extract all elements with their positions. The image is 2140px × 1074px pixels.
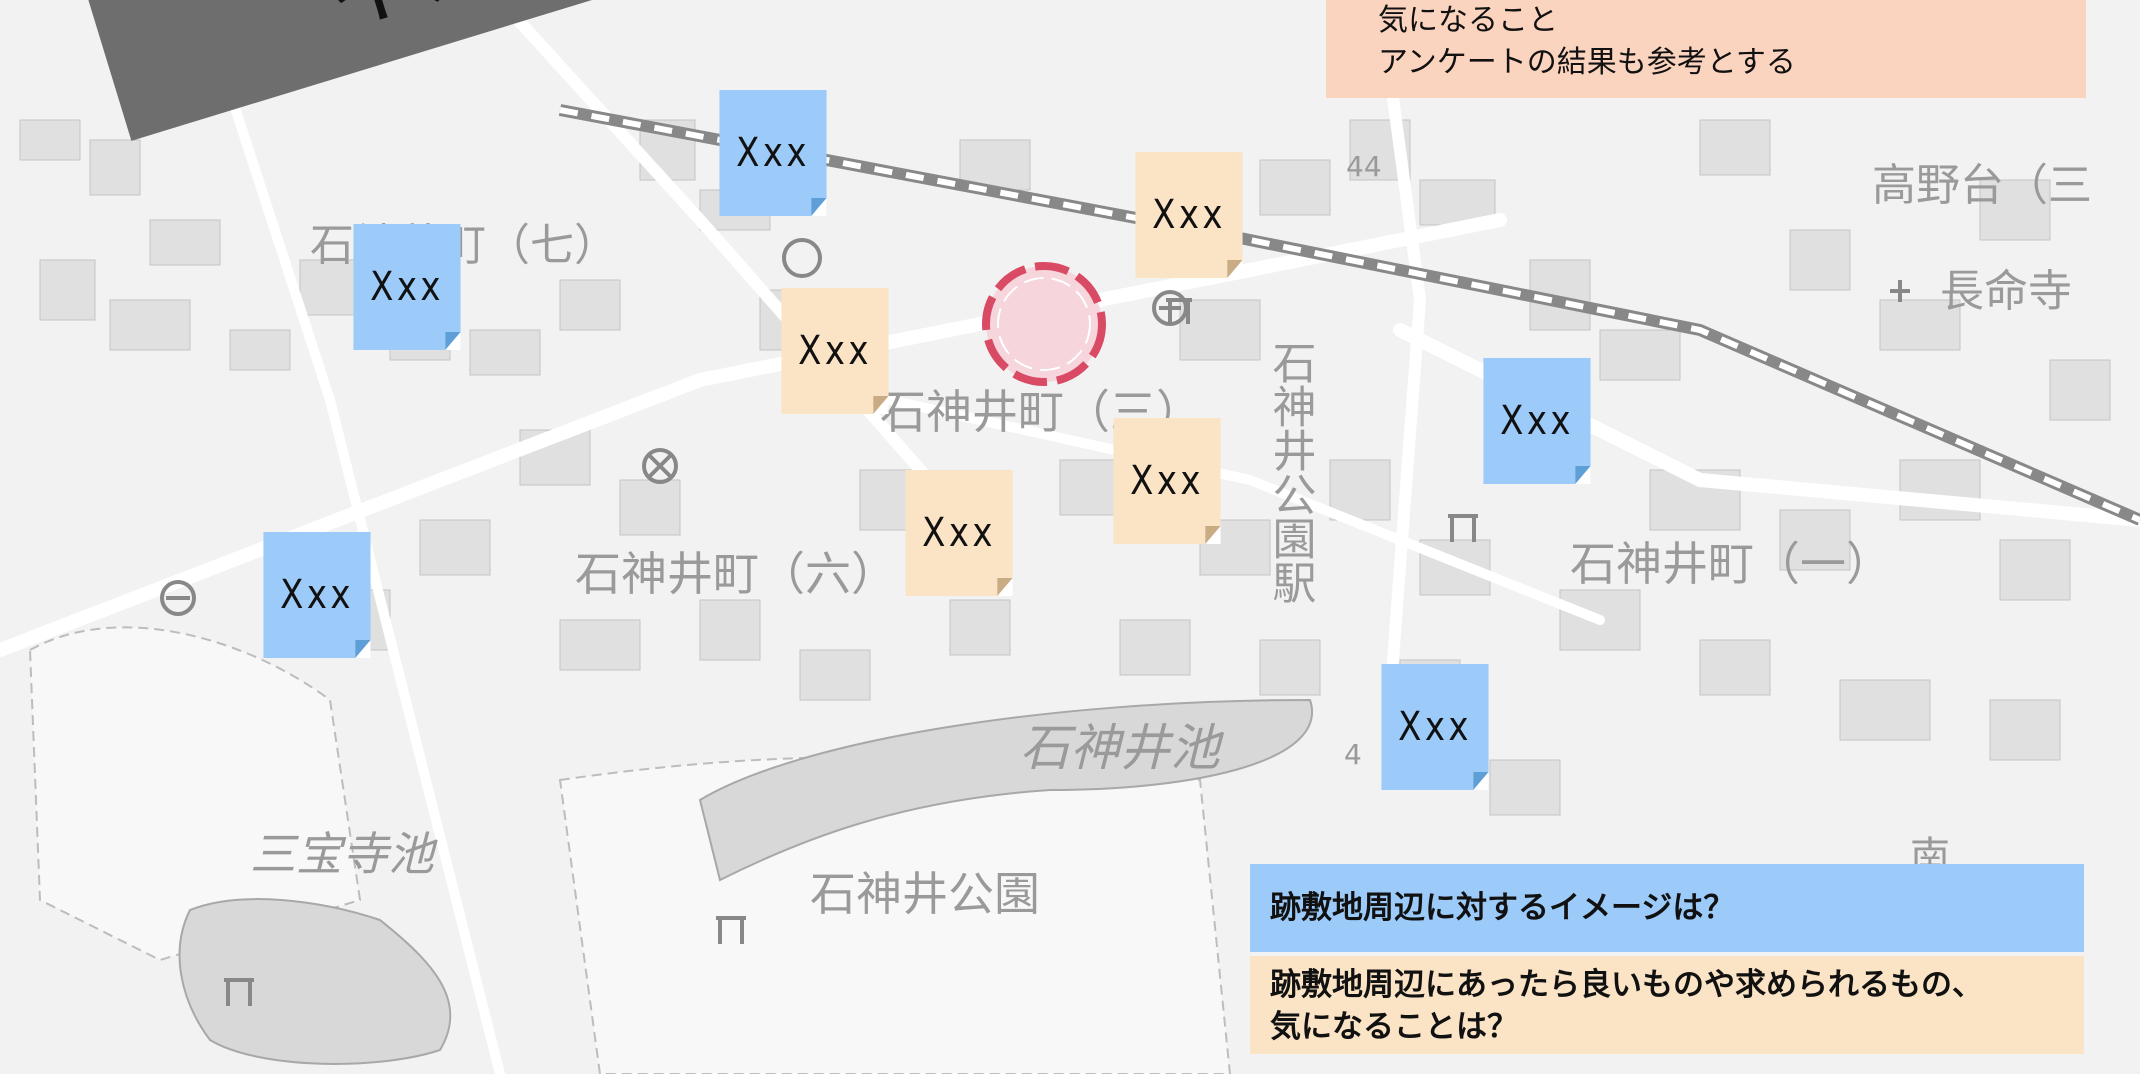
sticky-note-text: Xxx [370,264,444,310]
sticky-note[interactable]: Xxx [781,288,889,414]
label-sanpoji: 三宝寺池 [250,827,438,881]
sticky-note-text: Xxx [1130,458,1204,504]
label-park: 石神井公園 [810,867,1040,921]
label-elev-44: 44 [1346,150,1382,183]
sticky-note[interactable]: Xxx [263,532,371,658]
sticky-note[interactable]: Xxx [1135,152,1243,278]
label-pond: 石神井池 [1020,719,1225,777]
question-needs-line2: 気になることは？ [1270,1009,1518,1045]
question-image: 跡敷地周辺に対するイメージは？ [1250,864,2084,952]
sticky-note-text: Xxx [280,572,354,618]
sticky-note-text: Xxx [1152,192,1226,238]
sticky-note-text: Xxx [1500,398,1574,444]
question-needs: 跡敷地周辺にあったら良いものや求められるもの、 気になることは？ [1250,956,2084,1054]
sticky-note[interactable]: Xxx [905,470,1013,596]
top-note: 気になること アンケートの結果も参考とする [1326,0,2086,98]
sticky-note[interactable]: Xxx [1113,418,1221,544]
sticky-note-text: Xxx [1398,704,1472,750]
label-elev-4: 4 [1344,738,1362,771]
sticky-note-text: Xxx [798,328,872,374]
sticky-note-text: Xxx [922,510,996,556]
sticky-note-text: Xxx [736,130,810,176]
sticky-note[interactable]: Xxx [1483,358,1591,484]
question-needs-line1: 跡敷地周辺にあったら良いものや求められるもの、 [1270,967,1983,1003]
label-takanodai: 高野台（三 [1872,160,2092,211]
question-image-text: 跡敷地周辺に対するイメージは？ [1270,890,1735,926]
label-shakuji-1: 石神井町（一） [1570,537,1892,591]
top-note-line2: アンケートの結果も参考とする [1378,45,1796,80]
site-marker [982,262,1106,386]
label-station: 石神井公園駅 [1265,340,1316,604]
sticky-note[interactable]: Xxx [353,224,461,350]
sticky-note[interactable]: Xxx [1381,664,1489,790]
sticky-note[interactable]: Xxx [719,90,827,216]
label-shakuji-6: 石神井町（六） [575,547,897,601]
top-note-line1: 気になること [1378,3,1558,38]
label-chomeiji: 長命寺 [1940,266,2072,317]
